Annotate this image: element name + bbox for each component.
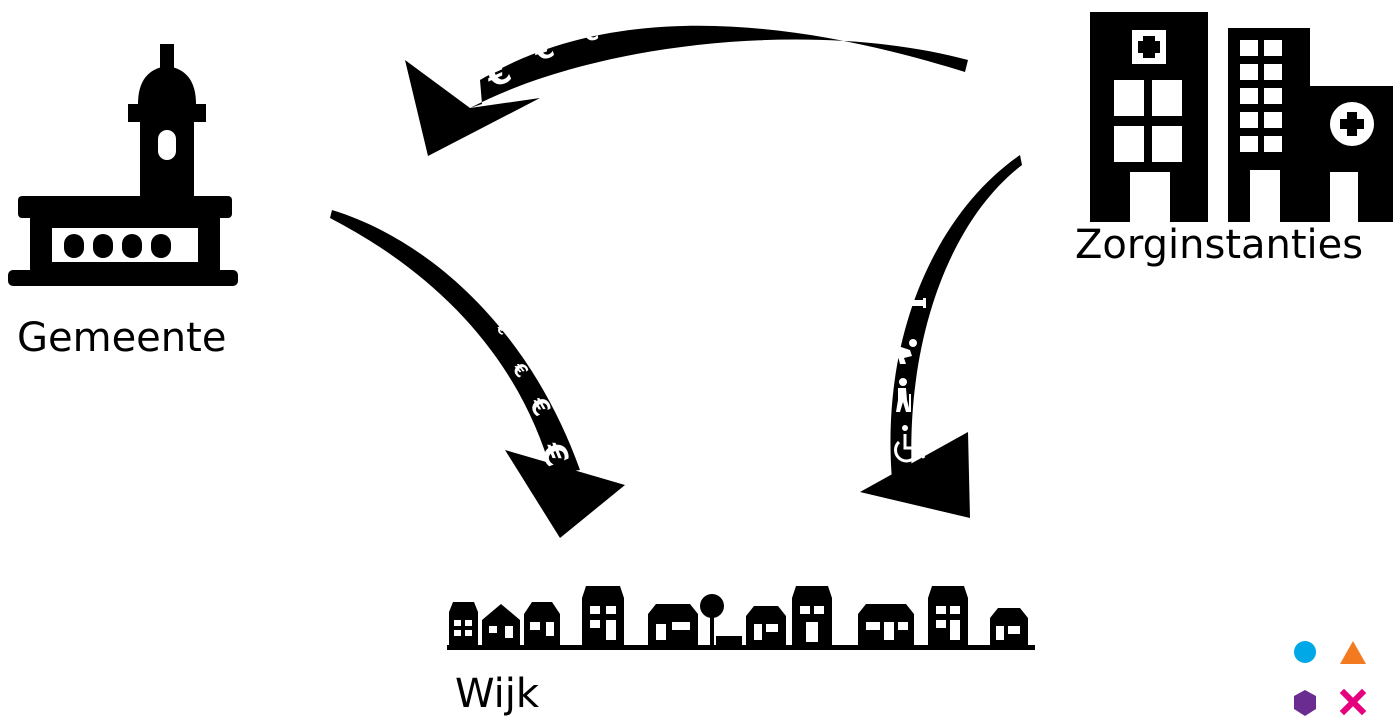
arrow-zorg-to-gemeente-head	[405, 60, 540, 156]
logo-circle-icon	[1294, 641, 1316, 663]
elderly-person-icon	[896, 378, 911, 412]
hospital-icon	[1090, 12, 1393, 222]
arrow-gemeente-to-wijk-head	[505, 450, 625, 538]
wheelchair-icon	[894, 425, 926, 463]
logo-hexagon-icon	[1294, 690, 1316, 716]
brand-logo	[1294, 641, 1367, 716]
arrow-zorg-to-wijk-head	[860, 432, 970, 518]
arrow-zorg-to-wijk	[890, 155, 1022, 480]
arrow-zorg-to-gemeente	[470, 25, 968, 109]
logo-cross-icon	[1339, 688, 1367, 716]
wijk-label: Wijk	[455, 671, 540, 717]
zorginstanties-label: Zorginstanties	[1075, 222, 1364, 268]
kneeling-person-icon	[898, 339, 917, 364]
logo-triangle-icon	[1340, 641, 1366, 664]
gemeente-label: Gemeente	[17, 315, 227, 361]
euro-symbol: €	[580, 20, 601, 48]
bed-icon	[903, 294, 926, 308]
neighborhood-houses-icon	[447, 586, 1035, 650]
arrow-gemeente-to-wijk	[330, 210, 580, 474]
euro-symbol: €	[622, 13, 638, 35]
town-hall-icon	[8, 44, 238, 286]
euro-symbol: €	[659, 13, 670, 29]
